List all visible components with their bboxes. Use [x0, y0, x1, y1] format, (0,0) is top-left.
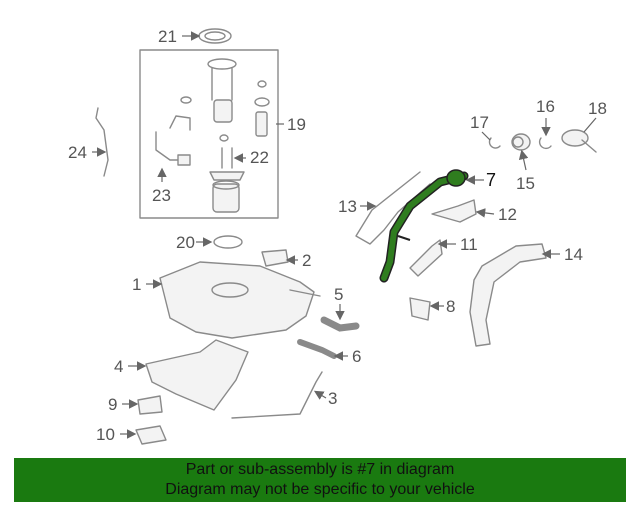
label-17: 17: [470, 113, 489, 132]
part-22-filter: [209, 147, 245, 181]
label-20: 20: [176, 233, 195, 252]
label-6: 6: [352, 347, 361, 366]
part-20-gasket: [213, 235, 243, 249]
part-14-shield: [469, 243, 547, 347]
label-9: 9: [108, 395, 117, 414]
part-1-fuel-tank: [159, 261, 321, 339]
callout-labels: 21 19 22 23 24 17 16 18 15 7 13 12 11 14…: [68, 27, 607, 444]
label-7: 7: [486, 170, 496, 190]
label-4: 4: [114, 357, 123, 376]
part-21-gasket: [198, 28, 232, 44]
part-23-sender: [155, 131, 191, 166]
label-3: 3: [328, 389, 337, 408]
strainer: [212, 180, 240, 213]
label-19: 19: [287, 115, 306, 134]
label-8: 8: [446, 297, 455, 316]
label-16: 16: [536, 97, 555, 116]
part-15-grommet: [511, 133, 531, 151]
label-12: 12: [498, 205, 517, 224]
pump-module-box: [139, 49, 279, 219]
part-18-fuel-cap: [561, 129, 597, 153]
label-5: 5: [334, 285, 343, 304]
part-6-hose: [297, 339, 337, 359]
part-10-bracket: [135, 425, 167, 445]
label-15: 15: [516, 174, 535, 193]
info-banner: Part or sub-assembly is #7 in diagram Di…: [14, 458, 626, 502]
part-19-pump-assembly: [169, 58, 270, 142]
part-24-hose: [95, 107, 109, 177]
part-3-strap: [231, 371, 323, 419]
part-16-clip: [538, 137, 552, 150]
part-4-protector: [145, 339, 249, 411]
part-17-clip: [488, 137, 501, 149]
part-5-hose: [320, 316, 360, 332]
label-10: 10: [96, 425, 115, 444]
part-11-bracket: [409, 239, 443, 277]
part-8-clamp: [409, 297, 431, 321]
label-21: 21: [158, 27, 177, 46]
label-14: 14: [564, 245, 583, 264]
part-9-bracket: [137, 395, 163, 415]
part-12-bracket: [431, 199, 477, 223]
label-23: 23: [152, 186, 171, 205]
label-2: 2: [302, 251, 311, 270]
label-1: 1: [132, 275, 141, 294]
label-18: 18: [588, 99, 607, 118]
part-7-filler-pipe: [379, 169, 469, 283]
label-22: 22: [250, 148, 269, 167]
banner-line-disclaimer: Diagram may not be specific to your vehi…: [165, 481, 475, 498]
label-24: 24: [68, 143, 87, 162]
label-13: 13: [338, 197, 357, 216]
part-2-pad: [261, 249, 289, 267]
leader-lines: [92, 31, 597, 439]
label-11: 11: [460, 235, 478, 254]
banner-line-part: Part or sub-assembly is #7 in diagram: [185, 461, 455, 478]
